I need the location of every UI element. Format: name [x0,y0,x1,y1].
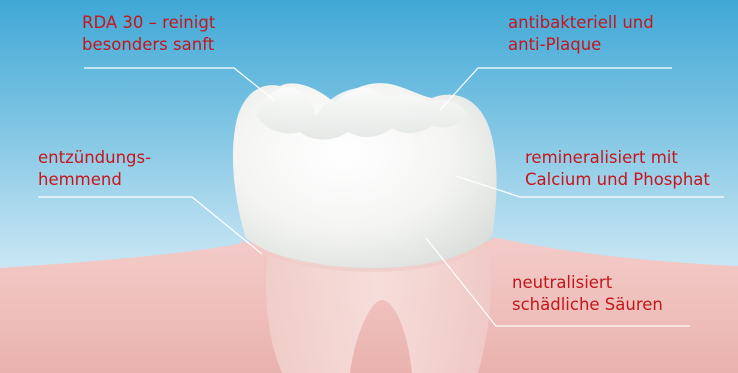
leader-line-rda [84,68,274,100]
label-rda-line1: RDA 30 – reinigt [82,12,215,34]
label-entzuendungshemmend: entzündungs- hemmend [38,147,151,191]
leader-line-entzuendung [38,197,262,254]
label-entzuendung-line1: entzündungs- [38,147,151,169]
label-antibakteriell-line2: anti-Plaque [508,34,654,56]
label-remineralisiert: remineralisiert mit Calcium und Phosphat [525,147,710,191]
label-neutralisiert-line2: schädliche Säuren [512,294,663,316]
label-remineralisiert-line1: remineralisiert mit [525,147,710,169]
label-antibakteriell-line1: antibakteriell und [508,12,654,34]
label-antibakteriell: antibakteriell und anti-Plaque [508,12,654,56]
label-neutralisiert-line1: neutralisiert [512,272,663,294]
leader-line-antibakteriell [440,68,672,110]
label-rda-line2: besonders sanft [82,34,215,56]
label-neutralisiert: neutralisiert schädliche Säuren [512,272,663,316]
label-rda-30: RDA 30 – reinigt besonders sanft [82,12,215,56]
label-entzuendung-line2: hemmend [38,169,151,191]
label-remineralisiert-line2: Calcium und Phosphat [525,169,710,191]
